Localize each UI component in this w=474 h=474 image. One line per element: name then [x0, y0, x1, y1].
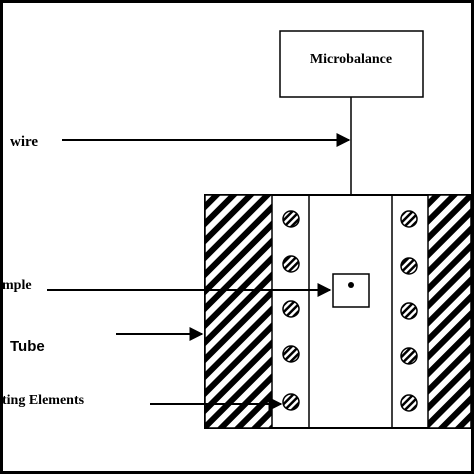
left-insulation — [204, 194, 273, 429]
heater-icon — [282, 393, 300, 411]
furnace — [204, 194, 472, 429]
heater-icon — [282, 210, 300, 228]
heater-icon — [400, 302, 418, 320]
microbalance-label: Microbalance — [310, 52, 392, 67]
tube-label: Tube — [10, 338, 45, 355]
heater-icon — [400, 347, 418, 365]
heater-icon — [282, 345, 300, 363]
heater-icon — [400, 257, 418, 275]
wire-label: wire — [10, 134, 38, 150]
heating-elements-right — [400, 210, 418, 412]
heater-icon — [400, 210, 418, 228]
sample-holder — [332, 273, 370, 308]
heating-elements-label: ting Elements — [2, 393, 85, 408]
sample-label: mple — [2, 278, 32, 293]
right-insulation — [427, 194, 472, 429]
microbalance-box: Microbalance — [279, 30, 424, 98]
heater-icon — [282, 255, 300, 273]
heater-icon — [282, 300, 300, 318]
heating-elements-left — [282, 210, 300, 411]
heater-icon — [400, 394, 418, 412]
